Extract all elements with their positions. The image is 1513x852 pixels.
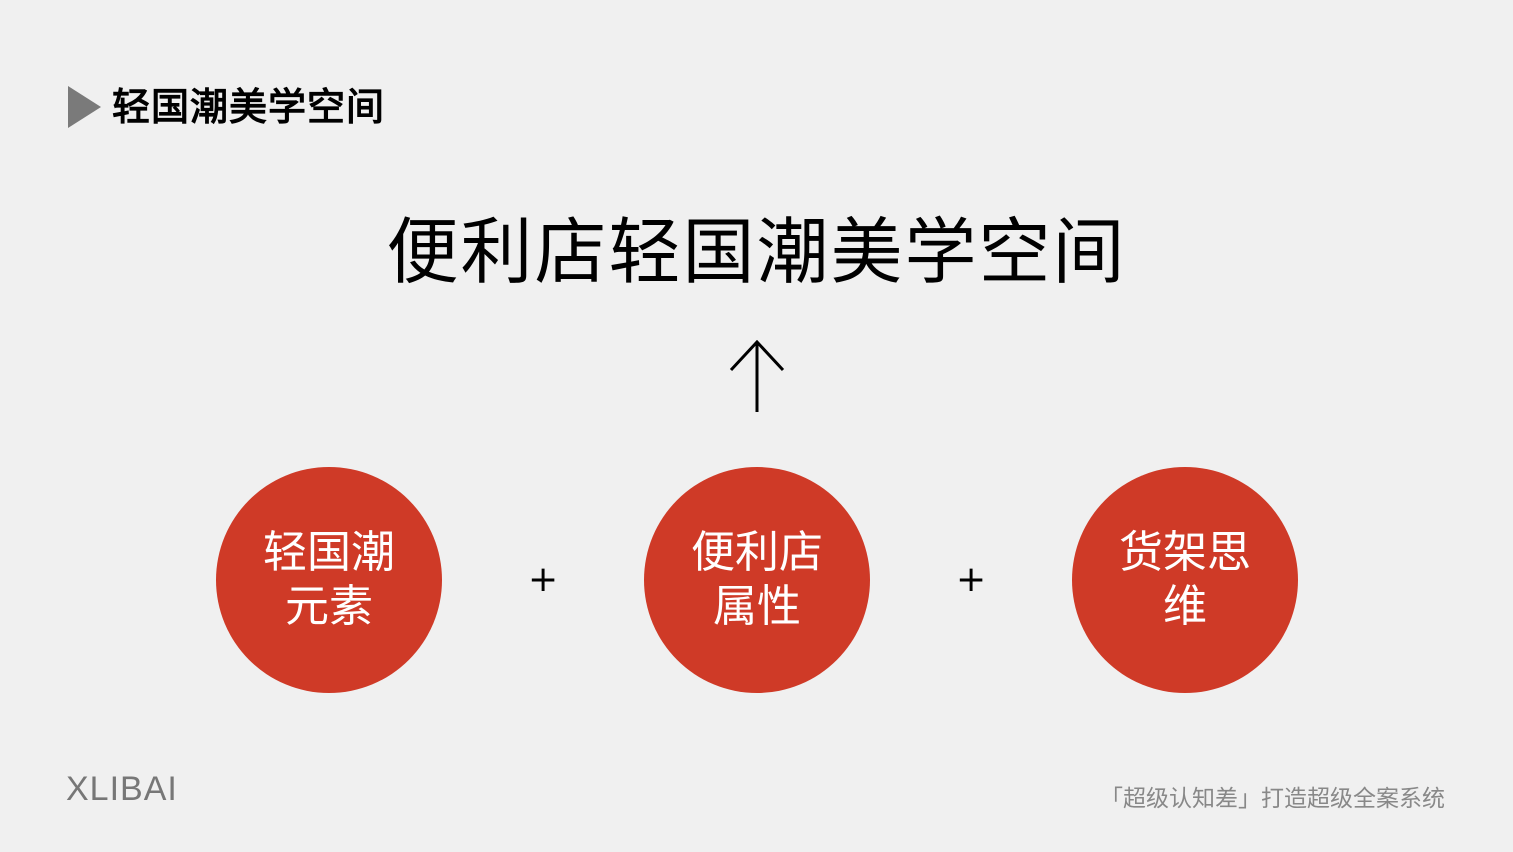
circle-label: 轻国潮元素	[263, 527, 395, 632]
circle-element-3: 货架思维	[1072, 467, 1298, 693]
circle-label: 便利店属性	[691, 527, 823, 632]
arrow-up-icon	[729, 340, 785, 412]
main-title: 便利店轻国潮美学空间	[386, 210, 1127, 294]
plus-operator: +	[528, 559, 559, 600]
play-triangle-icon	[68, 86, 101, 128]
section-title: 轻国潮美学空间	[112, 85, 386, 129]
brand-logo: XLIBAI	[66, 770, 178, 808]
circle-element-1: 轻国潮元素	[216, 467, 442, 693]
circle-element-2: 便利店属性	[644, 467, 870, 693]
circle-label: 货架思维	[1119, 527, 1251, 632]
plus-operator: +	[956, 559, 987, 600]
slogan: 「超级认知差」打造超级全案系统	[1100, 786, 1445, 812]
